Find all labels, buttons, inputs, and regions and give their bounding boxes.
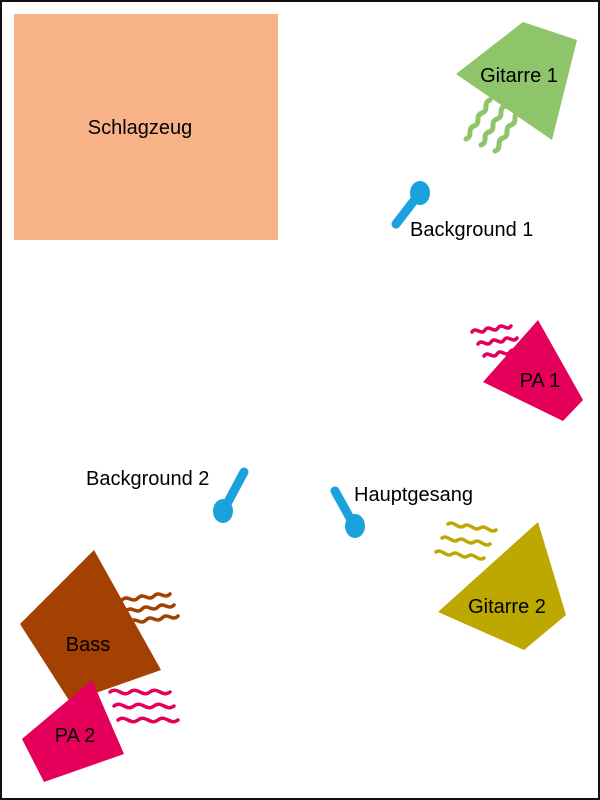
lead-vocals-label: Hauptgesang (354, 484, 473, 506)
background2-microphone-icon (213, 467, 249, 523)
guitar2-amp-icon (438, 522, 566, 650)
pa2-label: PA 2 (55, 725, 96, 747)
lead-microphone-icon (330, 486, 365, 538)
pa1-label: PA 1 (520, 370, 561, 392)
background2-label: Background 2 (86, 468, 209, 490)
bass-amp-icon (20, 550, 161, 702)
guitar2-label: Gitarre 2 (468, 596, 546, 618)
bass-sound-wave-icon (120, 592, 180, 624)
drums-label: Schlagzeug (88, 117, 193, 139)
pa2-sound-wave-icon (108, 688, 180, 724)
guitar1-sound-wave-icon (463, 97, 522, 154)
pa1-speaker-cabinet-icon (483, 320, 583, 421)
pa2-speaker-cabinet-icon (22, 680, 124, 782)
background1-microphone-icon (391, 181, 430, 229)
guitar1-amp-icon (456, 22, 577, 140)
guitar2-sound-wave-icon (434, 521, 498, 561)
guitar1-label: Gitarre 1 (480, 65, 558, 87)
bass-label: Bass (66, 634, 110, 656)
background1-label: Background 1 (410, 219, 533, 241)
drums-block (14, 14, 278, 240)
